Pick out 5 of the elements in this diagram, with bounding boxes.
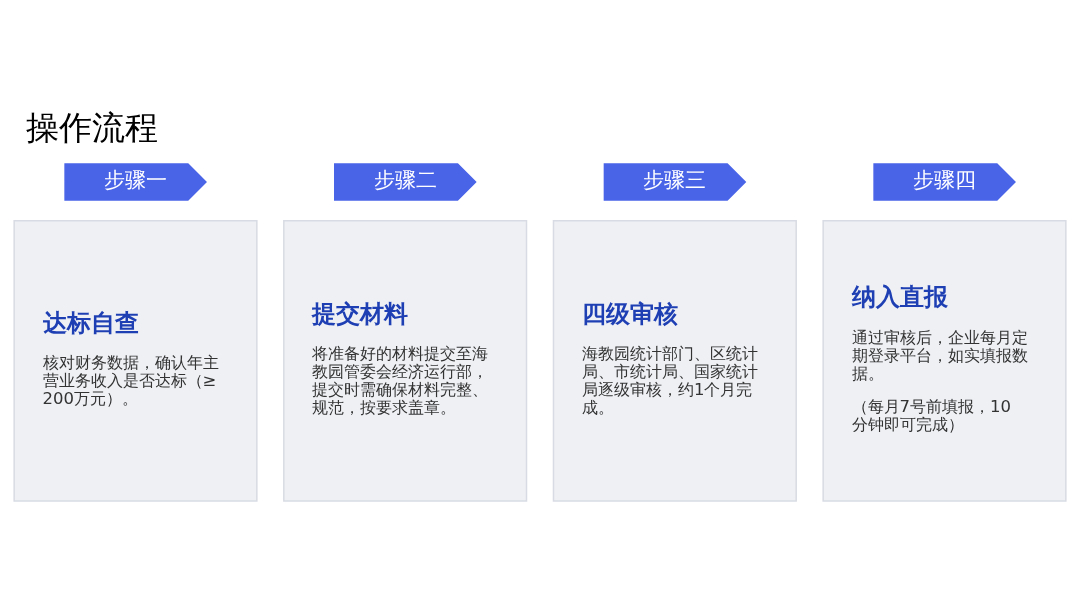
node-box: 提交材料 将准备好的材料提交至海教园管委会经济运行部，提交时需确保材料完整、规范，按要求盖章。 bbox=[283, 219, 528, 502]
node-box: 达标自查 核对财务数据，确认年主营业务收入是否达标（≥200万元）。 bbox=[13, 219, 258, 502]
diagram-title: 操作流程 bbox=[26, 107, 159, 147]
node-box: 四级审核 海教园统计部门、区统计局、市统计局、国家统计局逐级审核，约1个月完成。 bbox=[552, 219, 797, 502]
node-box: 纳入直报 通过审核后，企业每月定期登录平台，如实填报数据。 （每月7号前填报，10分钟即可完成） bbox=[822, 219, 1067, 502]
